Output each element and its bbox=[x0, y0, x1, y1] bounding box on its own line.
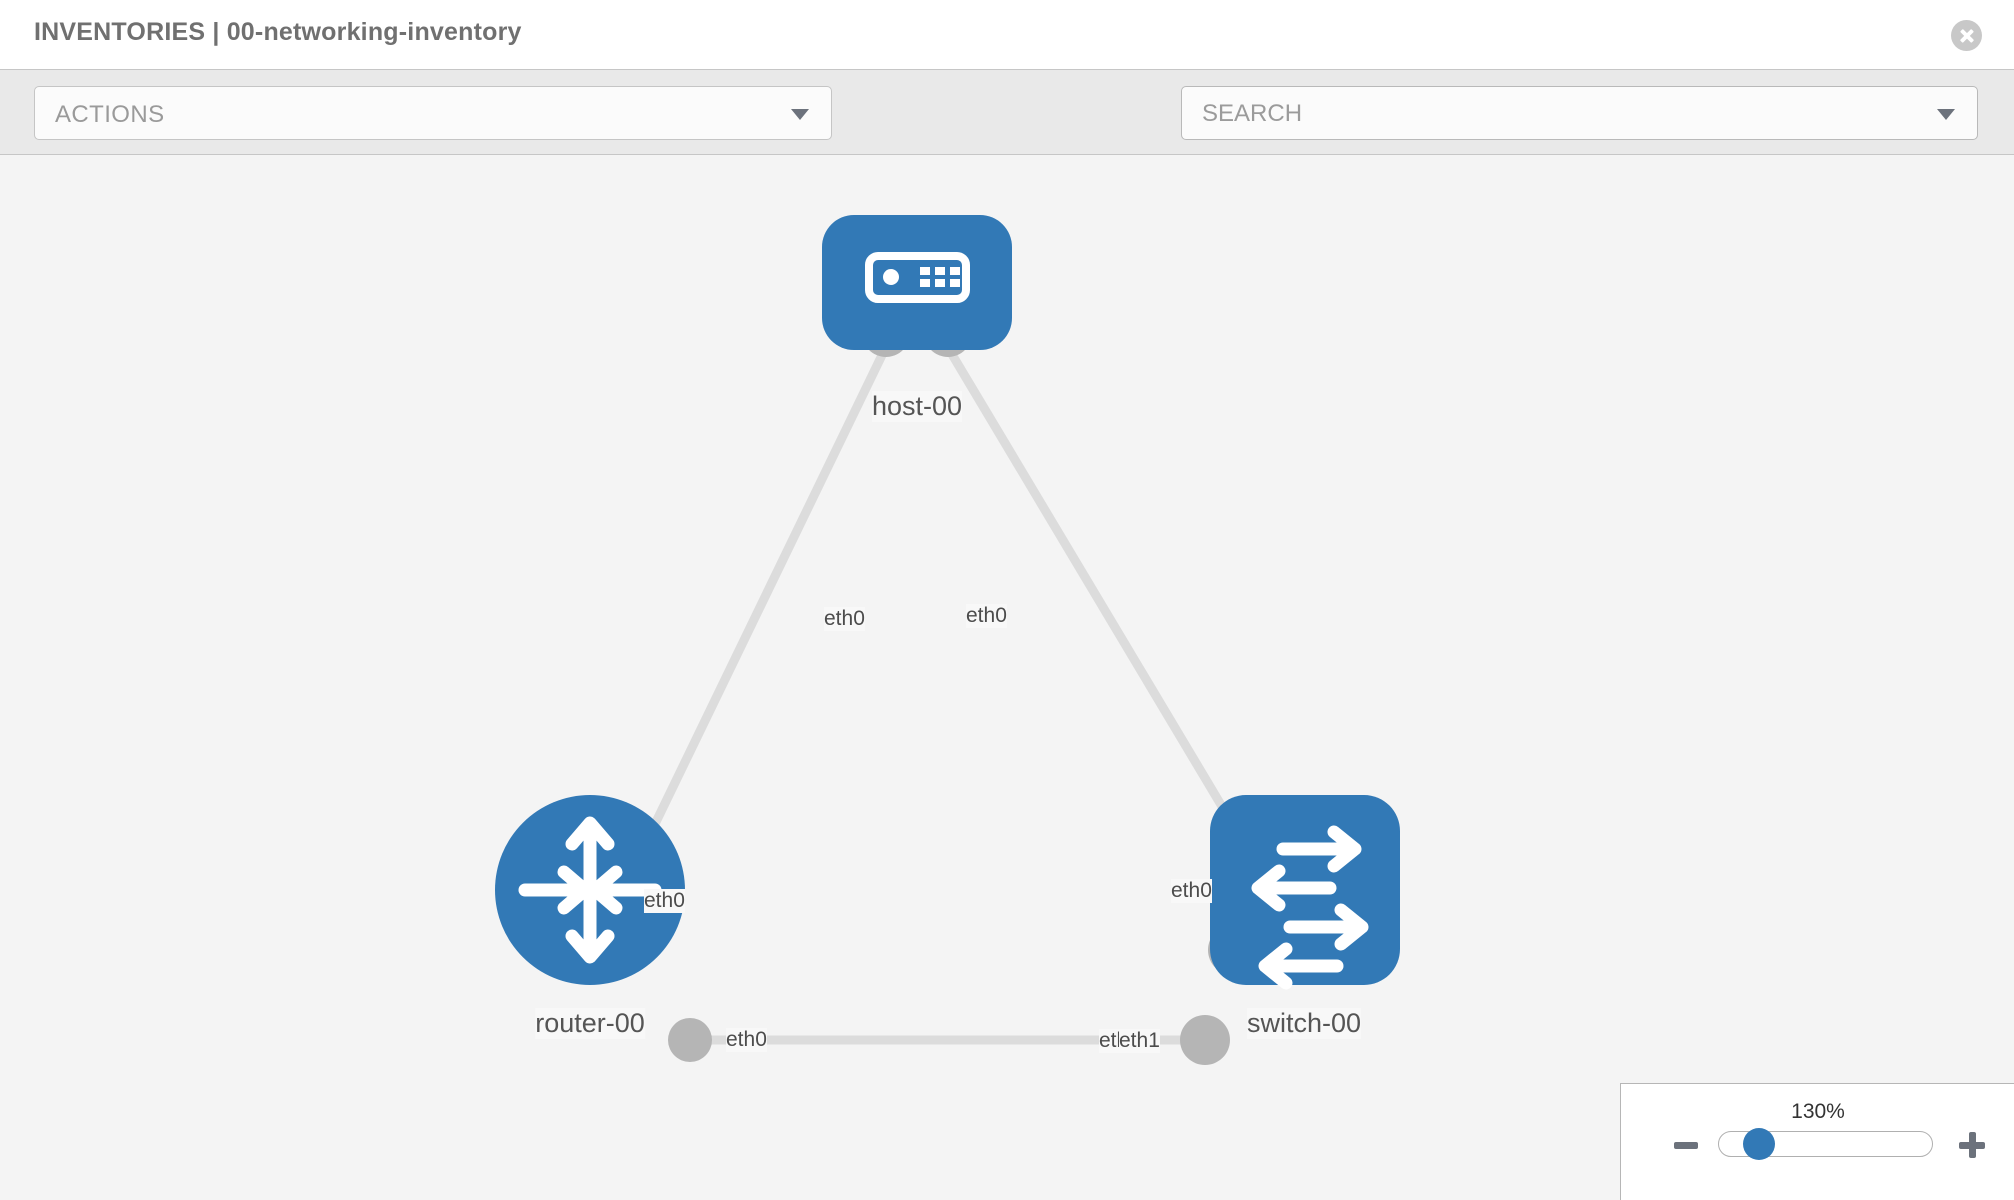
actions-dropdown[interactable]: ACTIONS bbox=[34, 86, 832, 140]
search-input[interactable] bbox=[1200, 87, 1904, 141]
topology-graph bbox=[495, 215, 1400, 1065]
node-host-00[interactable] bbox=[822, 215, 1012, 350]
iface-label-host00-left: eth0 bbox=[824, 607, 865, 631]
page-title: INVENTORIES | 00-networking-inventory bbox=[34, 18, 522, 46]
toolbar: ACTIONS bbox=[0, 69, 2014, 200]
zoom-percent-label: 130% bbox=[1791, 1100, 1845, 1123]
page-header: INVENTORIES | 00-networking-inventory bbox=[0, 0, 2014, 69]
zoom-out-button[interactable] bbox=[1674, 1142, 1698, 1149]
close-icon[interactable] bbox=[1951, 20, 1982, 51]
zoom-control-panel: 130% bbox=[1620, 1083, 2014, 1200]
connector-router00-right[interactable] bbox=[668, 1018, 712, 1062]
iface-label-host00-right: eth0 bbox=[966, 604, 1007, 628]
topology-links bbox=[635, 348, 1249, 1045]
connector-switch00-left[interactable] bbox=[1180, 1015, 1230, 1065]
switch-arrows-icon bbox=[1251, 825, 1369, 990]
iface-label-router00-eth0: eth0 bbox=[726, 1028, 767, 1052]
iface-label-router00-uplink: eth0 bbox=[644, 889, 685, 913]
link-host00-router00[interactable] bbox=[635, 349, 889, 857]
search-box[interactable] bbox=[1181, 86, 1978, 141]
node-router-00[interactable] bbox=[495, 795, 685, 985]
node-label-switch-00: switch-00 bbox=[1246, 1008, 1362, 1039]
link-host00-switch00[interactable] bbox=[946, 348, 1249, 848]
server-icon bbox=[865, 252, 970, 303]
chevron-down-icon bbox=[791, 109, 809, 120]
zoom-slider-thumb[interactable] bbox=[1743, 1128, 1775, 1160]
topology-connectors bbox=[668, 309, 1258, 1065]
topology-canvas[interactable]: host-00 router-00 switch-00 eth0 eth0 et… bbox=[0, 155, 2014, 1200]
node-label-router-00: router-00 bbox=[535, 1008, 645, 1039]
zoom-in-button[interactable] bbox=[1959, 1132, 1985, 1158]
actions-dropdown-label: ACTIONS bbox=[55, 101, 165, 128]
node-switch-00[interactable] bbox=[1210, 795, 1400, 990]
iface-label-switch00-eth1: eth1 bbox=[1119, 1029, 1160, 1053]
chevron-down-icon[interactable] bbox=[1937, 109, 1955, 120]
iface-label-switch00-uplink: eth0 bbox=[1171, 879, 1212, 903]
node-label-host-00: host-00 bbox=[871, 391, 963, 422]
